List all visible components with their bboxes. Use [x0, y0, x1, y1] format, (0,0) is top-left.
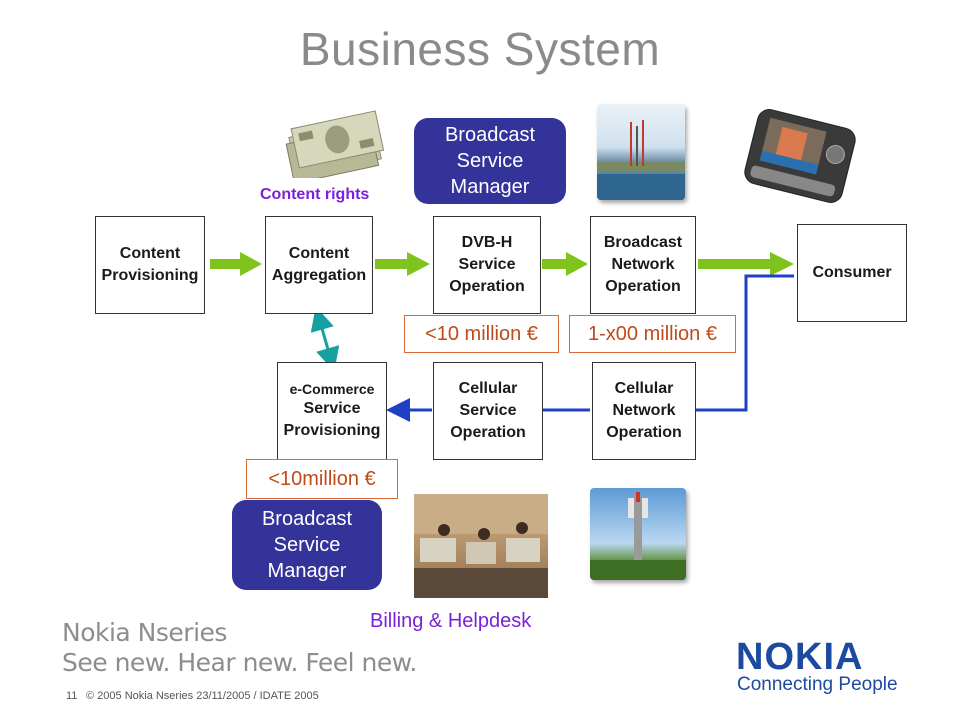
content-aggregation-box: Content Aggregation [265, 216, 373, 314]
page-title: Business System [299, 23, 661, 75]
cellular-network-label: Cellular Network Operation [606, 380, 682, 441]
green-arrow-1 [210, 252, 262, 276]
brand-name: Nokia Nseries [62, 618, 227, 647]
dvbh-service-box: DVB-H Service Operation [433, 216, 541, 314]
consumer-label: Consumer [812, 264, 892, 281]
teal-double-arrow [310, 306, 340, 372]
phone-image [736, 106, 864, 206]
nokia-slogan: Connecting People [737, 674, 898, 695]
green-arrow-2 [375, 252, 430, 276]
page-number: 11 [66, 690, 78, 702]
dvbh-service-label: DVB-H Service Operation [449, 234, 525, 295]
price-dvbh: <10 million € [404, 315, 559, 353]
ecommerce-box: e-Commerce Service Provisioning [277, 362, 387, 460]
broadcast-network-box: Broadcast Network Operation [590, 216, 696, 314]
cellular-service-label: Cellular Service Operation [450, 380, 526, 441]
nokia-logo: NOKIA [736, 636, 864, 678]
content-provisioning-box: Content Provisioning [95, 216, 205, 314]
billing-helpdesk-label: Billing & Helpdesk [370, 610, 532, 632]
cellular-service-box: Cellular Service Operation [433, 362, 543, 460]
broadcast-service-manager-bottom: Broadcast Service Manager [232, 500, 382, 590]
ecommerce-label-bottom: Service Provisioning [283, 400, 381, 439]
money-image [285, 110, 385, 178]
consumer-box: Consumer [797, 224, 907, 322]
copyright-text: © 2005 Nokia Nseries 23/11/2005 / IDATE … [86, 690, 319, 702]
blue-consumer-link [696, 274, 794, 412]
call-center-photo [414, 494, 548, 598]
broadcast-service-manager-top: Broadcast Service Manager [414, 118, 566, 204]
price-ecommerce: <10million € [246, 459, 398, 499]
green-arrow-4 [698, 252, 794, 276]
ecommerce-label-top: e-Commerce [289, 381, 375, 397]
tagline: See new. Hear new. Feel new. [62, 648, 417, 677]
content-rights-label: Content rights [260, 186, 370, 203]
price-broadcast-network: 1-x00 million € [569, 315, 736, 353]
content-aggregation-label: Content Aggregation [271, 245, 367, 284]
content-provisioning-label: Content Provisioning [101, 245, 199, 284]
green-arrow-3 [542, 252, 588, 276]
broadcast-network-label: Broadcast Network Operation [603, 234, 683, 295]
cellular-network-box: Cellular Network Operation [592, 362, 696, 460]
broadcast-tower-photo [597, 104, 685, 200]
cellular-mast-photo [590, 488, 686, 580]
